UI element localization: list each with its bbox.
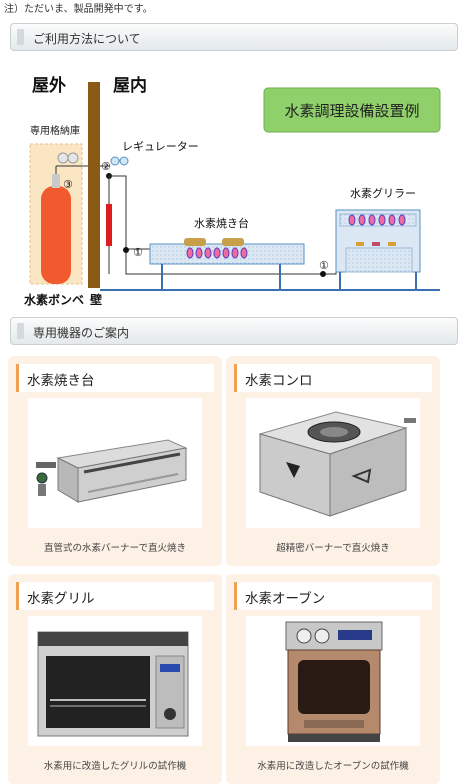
gas-detector bbox=[106, 204, 112, 246]
regulator-label: レギュレーター bbox=[122, 140, 199, 153]
installation-example-badge: 水素調理設備設置例 bbox=[263, 87, 441, 133]
card-title: 水素コンロ bbox=[245, 373, 313, 389]
indoor-label: 屋内 bbox=[113, 75, 147, 96]
badge-label: 水素調理設備設置例 bbox=[284, 102, 419, 120]
marker-1: ① bbox=[319, 259, 329, 272]
card-caption: 超精密バーナーで直火焼き bbox=[276, 543, 390, 554]
griller-illustration bbox=[335, 209, 421, 290]
marker-1: ① bbox=[133, 246, 143, 259]
storage-label: 専用格納庫 bbox=[30, 124, 80, 137]
card-header: 水素コンロ bbox=[234, 364, 432, 392]
oven-image bbox=[246, 616, 420, 746]
outdoor-label: 屋外 bbox=[32, 75, 66, 96]
regulator-gauge-icon bbox=[119, 156, 129, 166]
installation-diagram: 屋外 屋内 水素調理設備設置例 専用格納庫 ③ 水素ボンベ 壁 レギュレーター … bbox=[0, 54, 464, 314]
installation-diagram-svg: 屋外 屋内 水素調理設備設置例 専用格納庫 ③ 水素ボンベ 壁 レギュレーター … bbox=[24, 75, 441, 307]
grill-image bbox=[28, 616, 202, 746]
cylinder-gauge-icon bbox=[57, 152, 69, 164]
card-title: 水素グリル bbox=[27, 591, 95, 607]
section-header-usage: ご利用方法について bbox=[10, 23, 458, 51]
section-grip-icon bbox=[17, 323, 24, 339]
card-caption: 直管式の水素バーナーで直火焼き bbox=[44, 543, 186, 554]
yakidai-illustration bbox=[149, 238, 305, 290]
section-title: 専用機器のご案内 bbox=[33, 326, 130, 340]
marker-3: ③ bbox=[63, 178, 73, 191]
card-caption: 水素用に改造したグリルの試作機 bbox=[43, 761, 187, 772]
konro-image bbox=[246, 398, 420, 528]
cylinder-label: 水素ボンベ bbox=[24, 292, 84, 307]
card-header: 水素焼き台 bbox=[16, 364, 214, 392]
yakidai-label: 水素焼き台 bbox=[194, 216, 249, 230]
product-card-konro[interactable]: 水素コンロ 超精密バーナーで直火焼き bbox=[226, 356, 440, 566]
development-note: 注）ただいま、製品開発中です。 bbox=[4, 4, 153, 15]
card-header: 水素オーブン bbox=[234, 582, 432, 610]
product-card-yakidai[interactable]: 水素焼き台 直管式の水素バーナーで直火焼き bbox=[8, 356, 222, 566]
card-title: 水素焼き台 bbox=[27, 373, 95, 389]
marker-2: ② bbox=[101, 160, 111, 173]
cylinder-gauge-icon bbox=[67, 152, 79, 164]
wall bbox=[88, 82, 100, 288]
yakidai-image bbox=[28, 398, 202, 528]
wall-label: 壁 bbox=[90, 292, 102, 307]
section-header-equipment: 専用機器のご案内 bbox=[10, 317, 458, 345]
card-title: 水素オーブン bbox=[245, 591, 326, 607]
section-title: ご利用方法について bbox=[33, 32, 141, 46]
card-header: 水素グリル bbox=[16, 582, 214, 610]
product-card-oven[interactable]: 水素オーブン 水素用に改造したオーブンの試作機 bbox=[226, 574, 440, 784]
cylinder-valve bbox=[52, 174, 60, 188]
regulator-gauge-icon bbox=[110, 156, 120, 166]
griller-label: 水素グリラー bbox=[350, 186, 416, 200]
product-card-grill[interactable]: 水素グリル 水素用に改造したグリルの試作機 bbox=[8, 574, 222, 784]
hydrogen-cylinder bbox=[41, 186, 71, 284]
card-caption: 水素用に改造したオーブンの試作機 bbox=[257, 761, 409, 772]
section-grip-icon bbox=[17, 29, 24, 45]
